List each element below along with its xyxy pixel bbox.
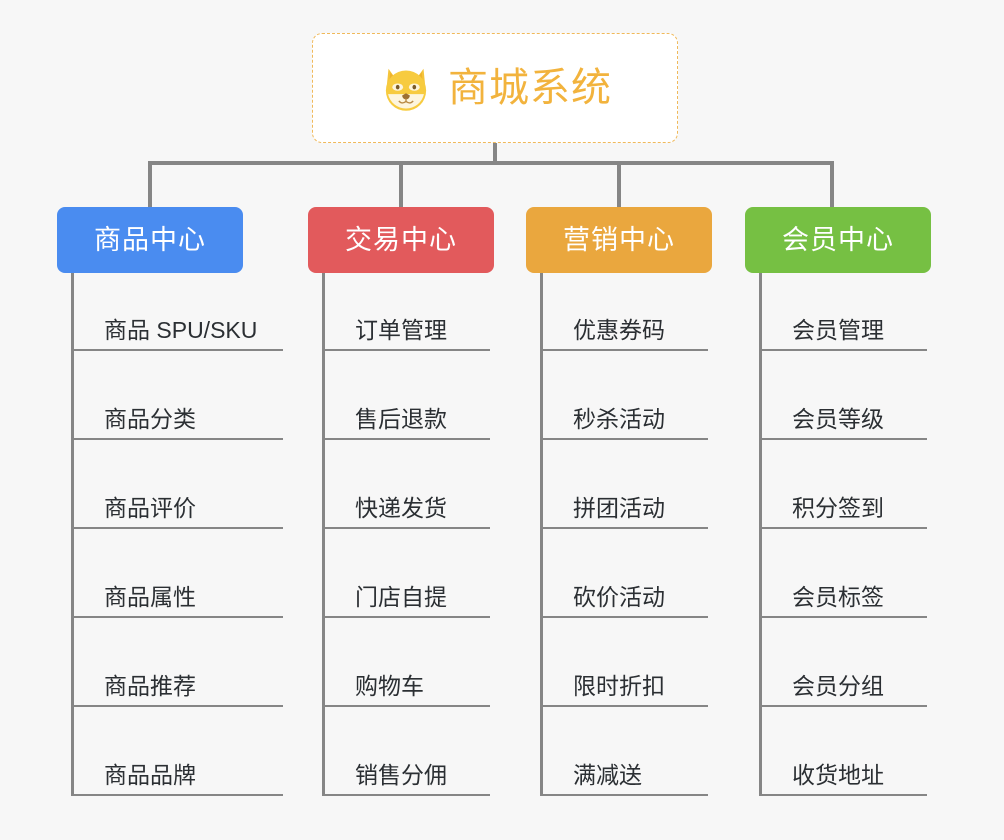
category-box-2[interactable]: 交易中心: [308, 207, 494, 273]
leaf-item[interactable]: 收货地址: [762, 707, 927, 796]
leaf-label: 商品品牌: [104, 762, 196, 788]
leaf-label: 收货地址: [792, 762, 884, 788]
leaf-item[interactable]: 会员分组: [762, 618, 927, 707]
connector-stem-4: [830, 161, 834, 208]
leaf-item[interactable]: 商品评价: [74, 440, 283, 529]
leaf-label: 订单管理: [355, 317, 447, 343]
leaf-item[interactable]: 商品属性: [74, 529, 283, 618]
leaf-item[interactable]: 拼团活动: [543, 440, 708, 529]
leaf-item[interactable]: 会员等级: [762, 351, 927, 440]
leaf-item[interactable]: 秒杀活动: [543, 351, 708, 440]
root-title: 商城系统: [448, 66, 612, 110]
category-label-4: 会员中心: [782, 224, 894, 255]
leaf-item[interactable]: 商品品牌: [74, 707, 283, 796]
leaf-item[interactable]: 满减送: [543, 707, 708, 796]
leaf-label: 销售分佣: [355, 762, 447, 788]
leaf-item[interactable]: 商品分类: [74, 351, 283, 440]
leaf-label: 秒杀活动: [573, 406, 665, 432]
leaf-label: 拼团活动: [573, 495, 665, 521]
leaf-label: 快递发货: [355, 495, 447, 521]
category-label-1: 商品中心: [94, 224, 206, 255]
leaf-item[interactable]: 售后退款: [325, 351, 490, 440]
leaf-label: 优惠券码: [573, 317, 665, 343]
branch-column-4: 会员中心 会员管理 会员等级 积分签到 会员标签 会员分组 收货地址: [745, 207, 945, 796]
connector-horizontal-bar: [148, 161, 834, 165]
leaf-list-2: 订单管理 售后退款 快递发货 门店自提 购物车 销售分佣: [322, 273, 490, 796]
root-node[interactable]: 商城系统: [312, 33, 678, 143]
leaf-item[interactable]: 订单管理: [325, 273, 490, 351]
leaf-label: 商品推荐: [104, 673, 196, 699]
leaf-label: 门店自提: [355, 584, 447, 610]
leaf-label: 会员分组: [792, 673, 884, 699]
category-box-4[interactable]: 会员中心: [745, 207, 931, 273]
category-box-3[interactable]: 营销中心: [526, 207, 712, 273]
leaf-label: 会员等级: [792, 406, 884, 432]
category-label-3: 营销中心: [563, 224, 675, 255]
leaf-item[interactable]: 砍价活动: [543, 529, 708, 618]
leaf-list-4: 会员管理 会员等级 积分签到 会员标签 会员分组 收货地址: [759, 273, 927, 796]
branch-column-3: 营销中心 优惠券码 秒杀活动 拼团活动 砍价活动 限时折扣 满减送: [526, 207, 726, 796]
leaf-item[interactable]: 积分签到: [762, 440, 927, 529]
leaf-item[interactable]: 快递发货: [325, 440, 490, 529]
leaf-label: 积分签到: [792, 495, 884, 521]
leaf-label: 限时折扣: [573, 673, 665, 699]
category-box-1[interactable]: 商品中心: [57, 207, 243, 273]
leaf-label: 会员标签: [792, 584, 884, 610]
leaf-label: 商品评价: [104, 495, 196, 521]
leaf-label: 商品分类: [104, 406, 196, 432]
leaf-label: 砍价活动: [573, 584, 665, 610]
branch-column-1: 商品中心 商品 SPU/SKU 商品分类 商品评价 商品属性 商品推荐 商品品牌: [57, 207, 287, 796]
leaf-label: 会员管理: [792, 317, 884, 343]
leaf-item[interactable]: 门店自提: [325, 529, 490, 618]
leaf-label: 商品属性: [104, 584, 196, 610]
leaf-item[interactable]: 销售分佣: [325, 707, 490, 796]
leaf-item[interactable]: 会员管理: [762, 273, 927, 351]
leaf-list-1: 商品 SPU/SKU 商品分类 商品评价 商品属性 商品推荐 商品品牌: [71, 273, 283, 796]
leaf-item[interactable]: 商品推荐: [74, 618, 283, 707]
category-label-2: 交易中心: [345, 224, 457, 255]
connector-root-stem: [493, 143, 497, 165]
leaf-label: 售后退款: [355, 406, 447, 432]
leaf-label: 商品 SPU/SKU: [104, 317, 258, 343]
connector-stem-3: [617, 161, 621, 208]
leaf-item[interactable]: 限时折扣: [543, 618, 708, 707]
leaf-item[interactable]: 会员标签: [762, 529, 927, 618]
leaf-label: 购物车: [355, 673, 424, 699]
connector-stem-1: [148, 161, 152, 208]
leaf-list-3: 优惠券码 秒杀活动 拼团活动 砍价活动 限时折扣 满减送: [540, 273, 708, 796]
leaf-label: 满减送: [573, 762, 642, 788]
connector-stem-2: [399, 161, 403, 208]
shiba-dog-face-icon: [385, 68, 427, 113]
branch-column-2: 交易中心 订单管理 售后退款 快递发货 门店自提 购物车 销售分佣: [308, 207, 508, 796]
leaf-item[interactable]: 购物车: [325, 618, 490, 707]
leaf-item[interactable]: 商品 SPU/SKU: [74, 273, 283, 351]
leaf-item[interactable]: 优惠券码: [543, 273, 708, 351]
